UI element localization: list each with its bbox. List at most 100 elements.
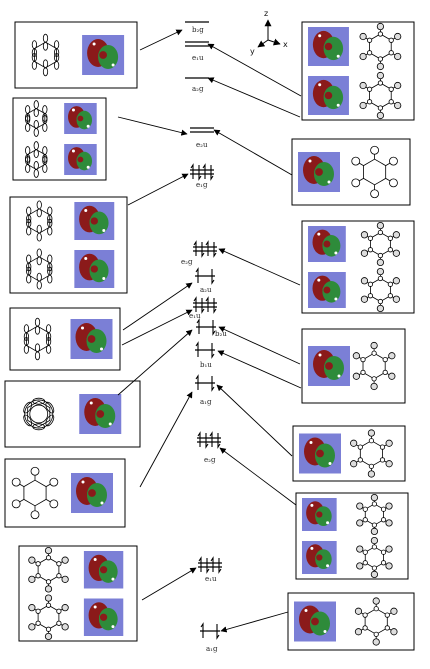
energy-levels: b₂ge₁ua₂ge₂ue₁ge₂ga₂ue₁ub₂ub₁ua₁ge₂ge₁ua…	[181, 21, 227, 653]
connector-arrows	[117, 29, 302, 633]
connector-arrow	[121, 309, 193, 346]
skeleton-drawing	[360, 221, 400, 267]
skeleton-drawing	[354, 597, 398, 646]
electron-arrow	[212, 320, 216, 336]
level-label: e₂g	[204, 456, 216, 464]
level-label: e₁u	[205, 575, 217, 583]
connector-arrow	[216, 384, 293, 457]
s-ring-icon	[298, 145, 398, 199]
skeleton-drawing	[350, 429, 393, 478]
orbital-panels	[4, 21, 415, 651]
orbital-render	[308, 226, 346, 262]
orbital-render	[83, 598, 124, 636]
electron-arrow	[210, 165, 214, 181]
skeleton-drawing	[26, 248, 53, 290]
orbital-panel-R2	[291, 138, 411, 206]
orbital-render	[308, 27, 349, 66]
orbital-panel-L4	[9, 307, 121, 371]
orbital-panel-L7	[18, 545, 138, 642]
pi-lobe-ring-icon	[23, 317, 113, 361]
electron-arrow	[195, 374, 199, 390]
connector-arrow	[213, 129, 293, 176]
connector-arrow	[218, 326, 301, 365]
pi-lobe-stack-icon	[25, 100, 97, 178]
electron-arrow	[195, 341, 199, 357]
orbital-render	[79, 394, 122, 434]
orbital-panel-R5	[292, 425, 406, 482]
electron-arrow	[196, 318, 200, 334]
electron-arrow	[217, 433, 221, 449]
orbital-panel-L6	[4, 458, 126, 528]
electron-arrow	[198, 165, 202, 181]
level-label: e₁u	[189, 312, 201, 320]
electron-arrow	[195, 267, 199, 283]
connector-arrow	[218, 248, 301, 286]
connector-arrow	[139, 391, 193, 488]
orbital-render	[308, 346, 350, 386]
orbital-render	[294, 601, 336, 642]
orbital-panel-R1	[301, 21, 415, 121]
electron-arrow	[205, 240, 209, 256]
connector-arrow	[122, 282, 193, 331]
orbital-panel-R6	[295, 492, 409, 580]
energy-level-e2u: e₂u	[190, 127, 214, 149]
level-label: b₂g	[192, 26, 204, 34]
sigma-ring-icon	[23, 394, 122, 434]
energy-level-b2g: b₂g	[185, 21, 209, 34]
electron-arrow	[211, 376, 215, 392]
skeleton-drawing	[356, 494, 393, 535]
axis-y-label: y	[250, 47, 255, 56]
level-label: e₁g	[196, 181, 208, 189]
level-label: a₂g	[192, 85, 204, 93]
electron-arrow	[205, 433, 209, 449]
skeleton-drawing	[23, 317, 52, 361]
energy-level-e1u_mid: e₁u	[189, 296, 217, 320]
level-label: a₁g	[206, 645, 218, 653]
skeleton-drawing	[360, 267, 400, 313]
electron-arrow	[213, 242, 217, 258]
connector-arrow	[207, 77, 301, 118]
axis-x-label: x	[283, 40, 288, 49]
connector-arrow	[127, 173, 189, 206]
orbital-render	[74, 250, 115, 288]
ring-sphere-icon	[308, 22, 402, 120]
electron-arrow	[197, 431, 201, 447]
energy-level-a2u: a₂u	[195, 267, 215, 294]
energy-level-e1u_upper: e₁u	[185, 41, 209, 62]
level-label: e₂g	[181, 258, 193, 266]
orbital-render	[308, 76, 349, 115]
electron-arrow	[200, 622, 204, 638]
orbital-panel-L1	[14, 21, 138, 89]
orbital-render	[299, 433, 341, 474]
ring-sphere-icon	[294, 597, 398, 646]
electron-arrow	[211, 269, 215, 285]
connector-arrow	[117, 329, 193, 396]
orbital-panel-L5	[4, 380, 141, 448]
pi-lobe-ring-icon	[31, 33, 125, 77]
orbital-panel-L3	[9, 196, 128, 294]
electron-arrow	[201, 298, 205, 314]
ring-sphere-icon	[302, 494, 393, 578]
connector-arrow	[207, 43, 302, 97]
electron-arrow	[210, 556, 214, 572]
pi-lobe-stack-icon	[26, 200, 115, 290]
connector-arrow	[219, 447, 297, 506]
skeleton-drawing	[28, 546, 69, 593]
skeleton-drawing	[11, 466, 59, 520]
energy-level-b2u: b₂u	[196, 318, 227, 338]
connector-arrow	[141, 567, 197, 601]
orbital-panel-R7	[287, 592, 415, 651]
electron-arrow	[206, 558, 210, 574]
orbital-render	[64, 103, 97, 134]
ring-sphere-icon	[299, 429, 393, 478]
level-label: a₁g	[200, 398, 212, 406]
skeleton-drawing	[28, 594, 69, 641]
skeleton-drawing	[31, 33, 60, 77]
electron-arrow	[190, 163, 194, 179]
energy-level-a2g: a₂g	[185, 77, 209, 93]
energy-level-a1g_mid: a₁g	[195, 374, 215, 406]
electron-arrow	[218, 558, 222, 574]
energy-level-e1u_low: e₁u	[198, 556, 222, 583]
axis-z-label: z	[264, 9, 268, 18]
